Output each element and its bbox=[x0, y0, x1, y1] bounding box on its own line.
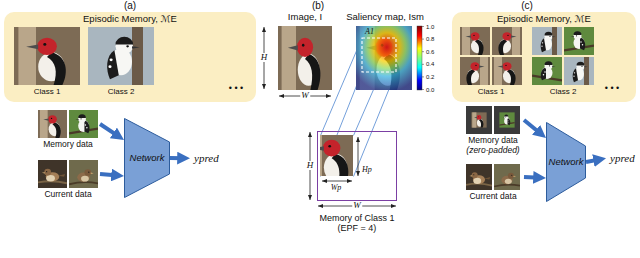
block-label: Network bbox=[130, 153, 165, 164]
colorbar-tick: 1.0 bbox=[426, 24, 434, 30]
memory-panel: Episodic Memory, ℳE Class 1 Class 2 bbox=[4, 12, 256, 102]
bird-photo bbox=[88, 27, 154, 85]
dimension-label: W bbox=[300, 91, 310, 100]
caption: Image, I bbox=[288, 12, 322, 23]
block-label: Network bbox=[549, 157, 584, 168]
prediction-output: ypred bbox=[190, 152, 219, 165]
caption: Class 1 bbox=[478, 87, 505, 96]
colorbar-scale bbox=[417, 26, 422, 90]
colorbar-ticks bbox=[422, 27, 424, 90]
panel-title: Episodic Memory, ℳE bbox=[83, 14, 177, 25]
panel-label: (b) bbox=[312, 1, 324, 11]
padded-photo bbox=[466, 106, 492, 134]
bird-photo bbox=[466, 164, 492, 190]
dimension-label: W bbox=[352, 201, 362, 210]
caption: Current data bbox=[469, 192, 516, 202]
data-batch: Current data bbox=[462, 164, 524, 202]
data-batch: Memory data(zero-padded) bbox=[462, 106, 524, 156]
bird-photo bbox=[532, 57, 562, 85]
flow-arrow bbox=[100, 124, 119, 137]
dimension-line bbox=[322, 181, 352, 182]
bird-photo bbox=[460, 27, 490, 55]
output-symbol: ypred bbox=[610, 152, 635, 165]
caption: Memory of Class 1 (EPF = 4) bbox=[315, 213, 399, 234]
class-memory: Memory of Class 1 (EPF = 4) bbox=[317, 131, 397, 201]
saliency-crop bbox=[320, 135, 353, 176]
colorbar-tick: 0.6 bbox=[426, 49, 434, 55]
bird-photo bbox=[564, 57, 594, 85]
data-batch: Memory data bbox=[36, 110, 100, 150]
caption: Memory data bbox=[43, 140, 93, 150]
caption: Saliency map, Ism bbox=[346, 12, 424, 23]
caption: Memory data bbox=[468, 136, 518, 146]
bird-photo bbox=[564, 27, 594, 55]
prediction-output: ypred bbox=[606, 152, 635, 165]
panel-title: Episodic Memory, ℳE bbox=[497, 14, 591, 25]
output-symbol: ypred bbox=[194, 152, 219, 165]
flow-arrow bbox=[524, 175, 540, 180]
dimension-label: H bbox=[260, 53, 269, 62]
flow-arrow bbox=[170, 156, 184, 160]
bird-photo bbox=[69, 160, 98, 188]
caption: Class 1 bbox=[34, 87, 61, 96]
bird-photo bbox=[278, 26, 332, 90]
caption: Class 2 bbox=[108, 87, 135, 96]
class-image: Class 1 bbox=[14, 27, 80, 96]
ellipsis: • • • bbox=[229, 84, 243, 93]
network-block: Network bbox=[546, 122, 586, 202]
class-image-grid: Class 1 bbox=[460, 27, 522, 96]
saliency-heatmap bbox=[356, 26, 412, 90]
padded-photo bbox=[494, 106, 520, 134]
dimension-label: H bbox=[306, 161, 315, 170]
panel-label: (a) bbox=[124, 1, 136, 11]
bird-photo bbox=[492, 57, 522, 85]
bird-photo bbox=[38, 110, 67, 138]
class-image-grid: Class 2 bbox=[532, 27, 594, 96]
data-batch: Current data bbox=[36, 160, 100, 200]
colorbar bbox=[417, 26, 424, 90]
bird-photo bbox=[532, 27, 562, 55]
colorbar-tick: 0.4 bbox=[426, 61, 434, 67]
caption: (zero-padded) bbox=[466, 146, 519, 156]
dimension-label: Hp bbox=[362, 166, 372, 174]
colorbar-tick: 0.8 bbox=[426, 36, 434, 42]
dimension-label: Wp bbox=[331, 184, 342, 192]
panel-label: (c) bbox=[521, 1, 533, 11]
bird-photo bbox=[14, 27, 80, 85]
bird-photo bbox=[460, 57, 490, 85]
bird-photo bbox=[492, 27, 522, 55]
flow-arrow bbox=[524, 120, 541, 134]
bird-photo bbox=[69, 110, 98, 138]
input-image: Image, I bbox=[268, 12, 342, 92]
class-image: Class 2 bbox=[88, 27, 154, 96]
caption: Current data bbox=[44, 190, 91, 200]
caption: Class 2 bbox=[550, 87, 577, 96]
flow-arrow bbox=[586, 159, 600, 162]
ellipsis: • • • bbox=[605, 84, 619, 93]
region-label: A1 bbox=[365, 28, 374, 36]
bird-photo bbox=[38, 160, 67, 188]
flow-arrow bbox=[100, 174, 118, 176]
colorbar-tick: 0.0 bbox=[426, 87, 434, 93]
colorbar-tick: 0.2 bbox=[426, 74, 434, 80]
saliency-map: Saliency map, Ism bbox=[340, 12, 430, 92]
bird-photo bbox=[494, 164, 520, 190]
network-block: Network bbox=[124, 118, 170, 198]
dimension-line bbox=[358, 137, 359, 176]
